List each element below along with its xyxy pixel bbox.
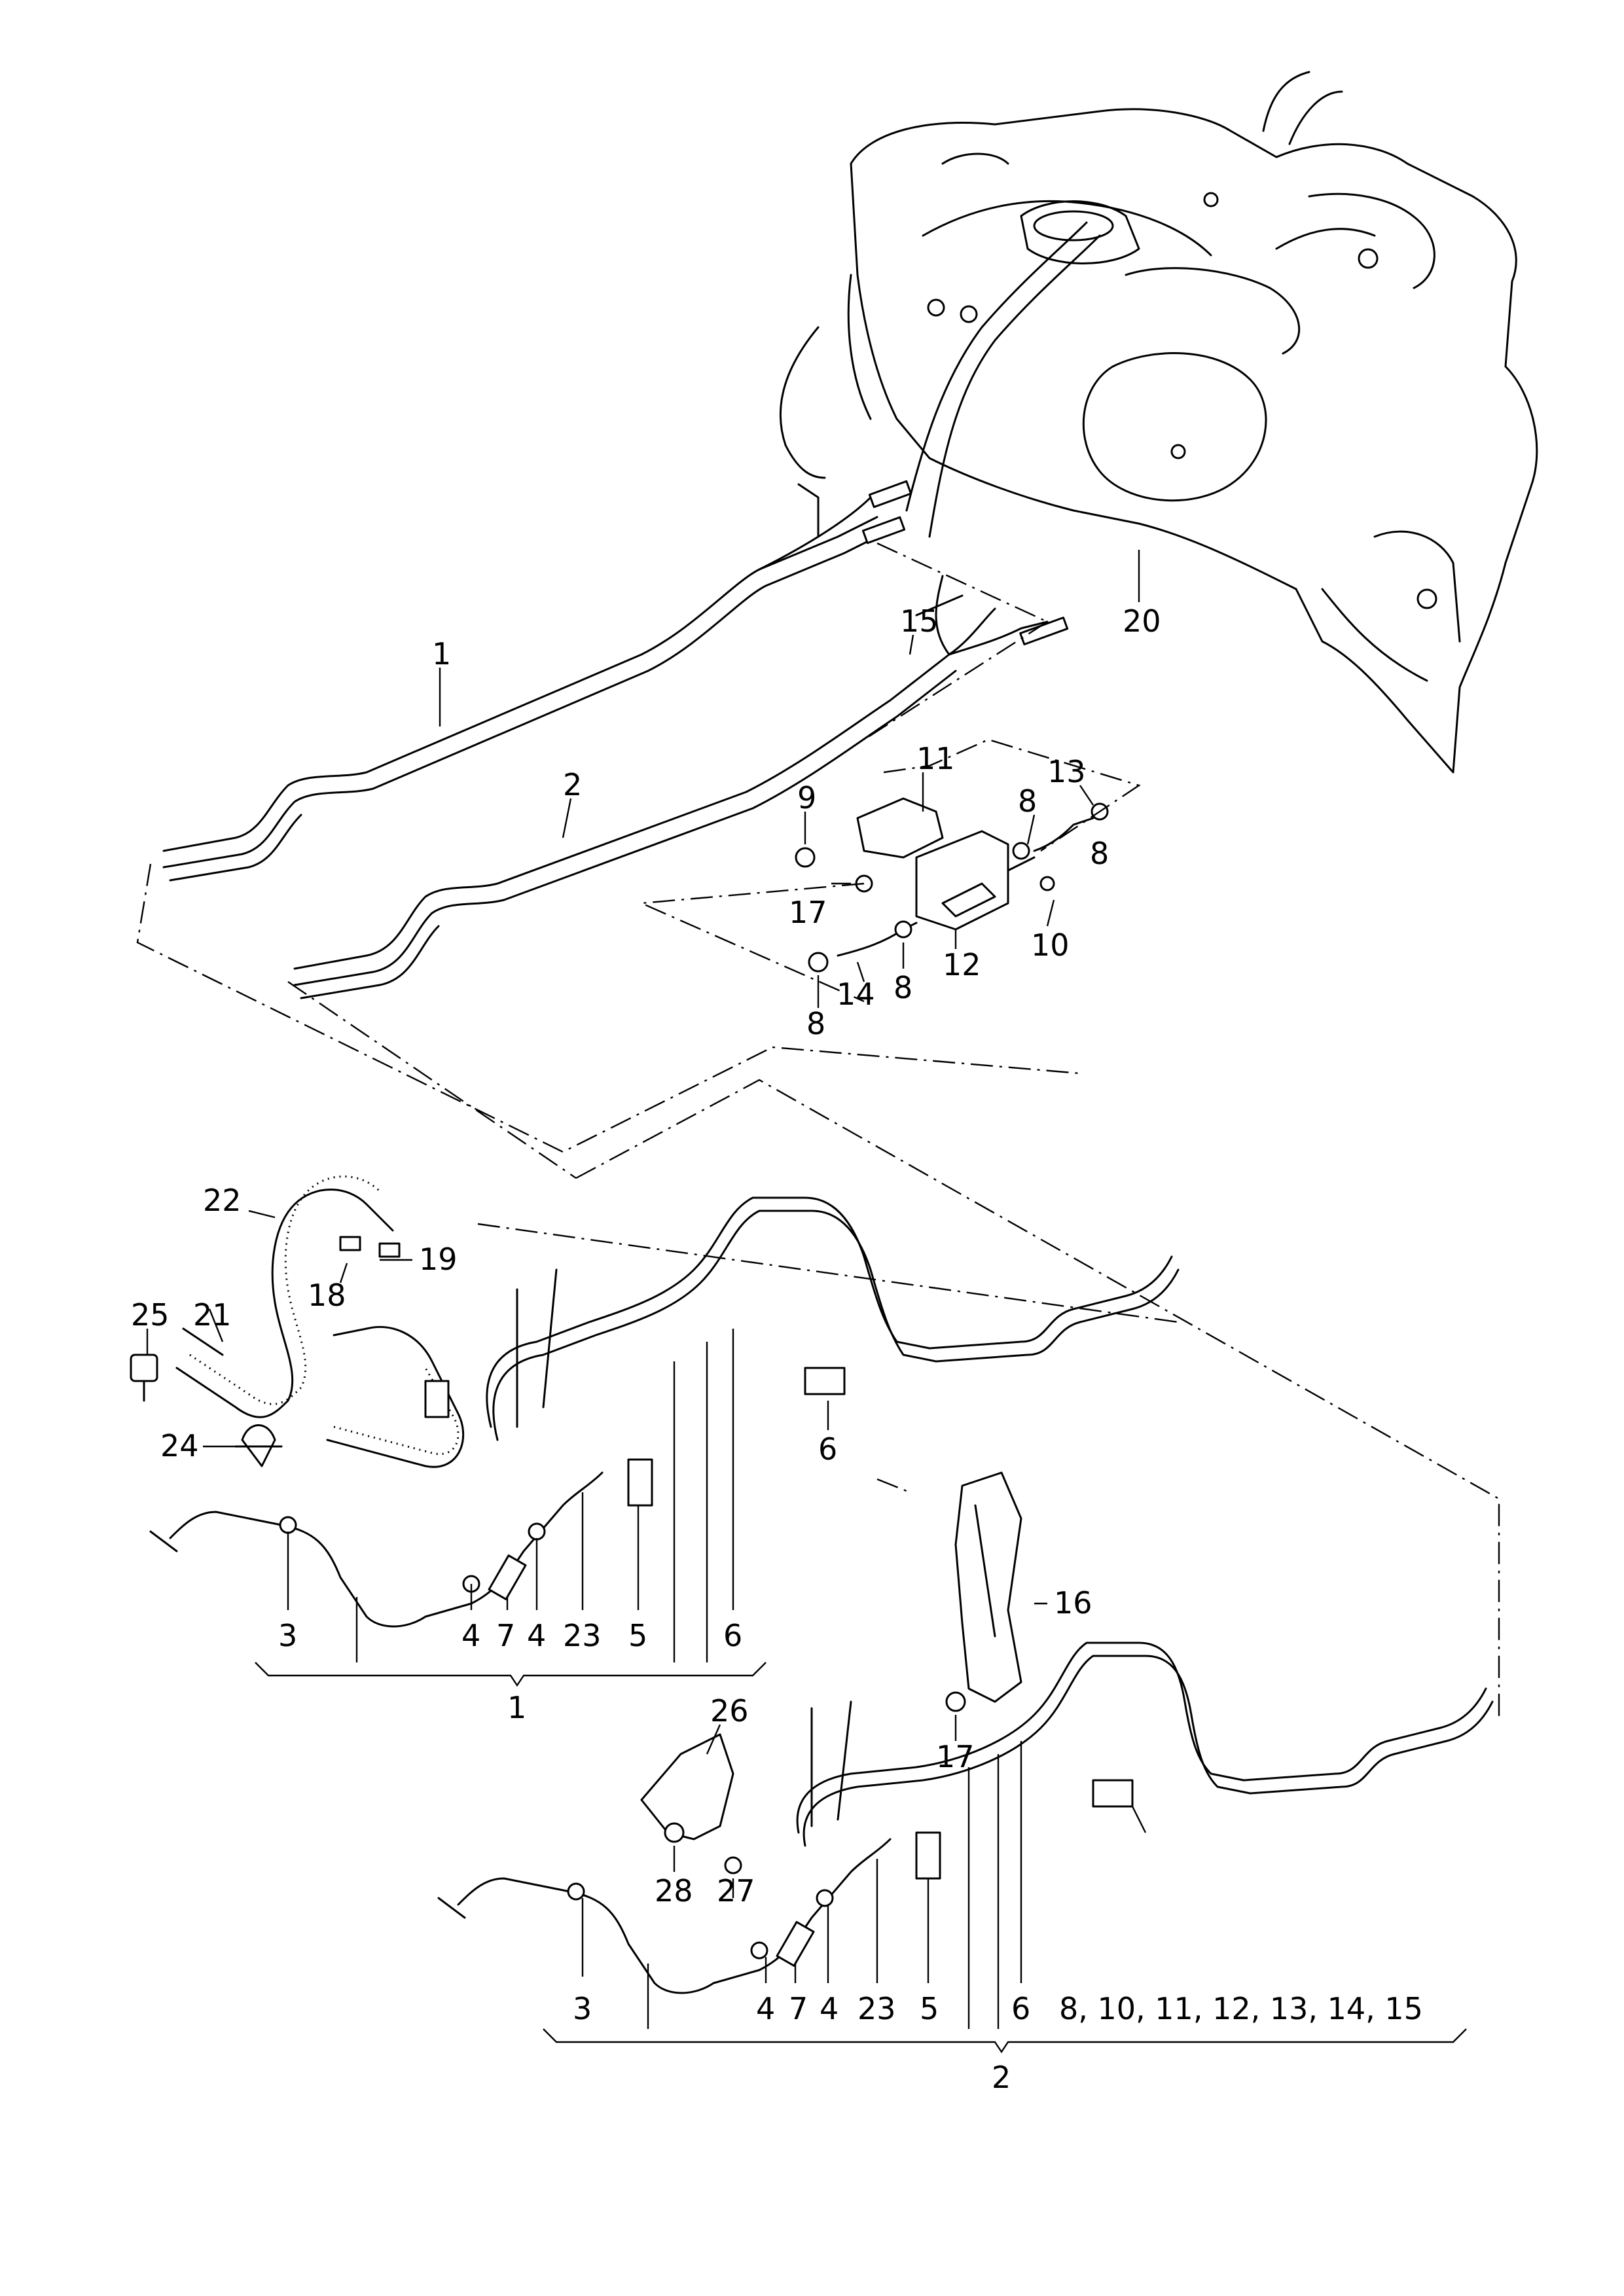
callout-11: 11 [916, 741, 955, 776]
callout-9: 9 [797, 780, 816, 816]
callout-8a: 8 [1018, 783, 1037, 819]
clip-25 [130, 1354, 158, 1402]
g1-label-7: 7 [496, 1618, 515, 1653]
callout-24: 24 [160, 1428, 199, 1463]
g1-label-4b: 4 [527, 1618, 546, 1653]
callout-17-top: 17 [789, 895, 827, 930]
fuel-line-2-detail [437, 1641, 1494, 1994]
fuel-line-2-top [293, 575, 1069, 999]
callout-6-middle: 6 [818, 1431, 837, 1467]
g1-parent-1: 1 [507, 1690, 526, 1725]
g1-label-6: 6 [723, 1618, 742, 1653]
callout-17-middle: 17 [936, 1739, 975, 1774]
callout-13: 13 [1047, 754, 1086, 789]
callout-16: 16 [1054, 1585, 1092, 1621]
callout-15: 15 [900, 603, 939, 639]
callout-1: 1 [432, 636, 451, 672]
g2-label-5: 5 [920, 1991, 939, 2026]
fuel-line-1-detail [149, 1196, 1180, 1628]
tank-fuel-lines [779, 221, 1428, 682]
callout-28: 28 [655, 1873, 693, 1909]
callout-2: 2 [563, 767, 582, 802]
group-1-leaders [287, 1329, 734, 1662]
group-2-brace [543, 2028, 1467, 2054]
callout-8d: 8 [806, 1006, 825, 1041]
g1-label-23: 23 [563, 1618, 602, 1653]
callout-22: 22 [203, 1183, 242, 1218]
g2-label-7: 7 [789, 1991, 808, 2026]
callout-12: 12 [943, 947, 981, 982]
g2-label-23: 23 [857, 1991, 896, 2026]
bracket-26 [640, 1733, 742, 1874]
callout-21: 21 [193, 1297, 232, 1333]
assembly-boundaries [136, 542, 1500, 1721]
callout-27: 27 [717, 1873, 755, 1909]
callout-25: 25 [131, 1297, 170, 1333]
callout-8c: 8 [893, 970, 912, 1005]
g2-label-3: 3 [573, 1991, 592, 2026]
g1-label-4a: 4 [461, 1618, 480, 1653]
g2-parent-2: 2 [992, 2060, 1011, 2095]
callout-19: 19 [419, 1242, 458, 1277]
callout-18: 18 [308, 1278, 346, 1313]
callout-20: 20 [1123, 603, 1161, 639]
hoses-21-22 [175, 1175, 465, 1468]
group-2-leaders [581, 1741, 1022, 2029]
fuel-line-1-top [162, 480, 912, 882]
g1-label-3: 3 [278, 1618, 297, 1653]
g2-label-6: 6 [1011, 1991, 1030, 2026]
group-1-labels: 3 4 7 4 23 5 6 1 [278, 1618, 742, 1725]
group-2-labels: 3 4 7 4 23 5 6 8, 10, 11, 12, 13, 14, 15… [573, 1991, 1423, 2095]
g2-label-multi: 8, 10, 11, 12, 13, 14, 15 [1059, 1991, 1423, 2026]
g2-label-4b: 4 [820, 1991, 839, 2026]
fuel-tank [847, 71, 1538, 774]
clip-24 [234, 1424, 283, 1467]
heat-shield-16 [945, 1471, 1022, 1712]
callout-26: 26 [710, 1693, 749, 1729]
callout-10: 10 [1031, 927, 1070, 963]
callouts-top [439, 550, 1140, 1008]
g1-label-5: 5 [628, 1618, 647, 1653]
callout-14: 14 [837, 977, 875, 1012]
callouts-middle [146, 1210, 1147, 1898]
callout-8b: 8 [1090, 836, 1109, 871]
group-1-brace [255, 1662, 767, 1687]
g2-label-4a: 4 [756, 1991, 775, 2026]
